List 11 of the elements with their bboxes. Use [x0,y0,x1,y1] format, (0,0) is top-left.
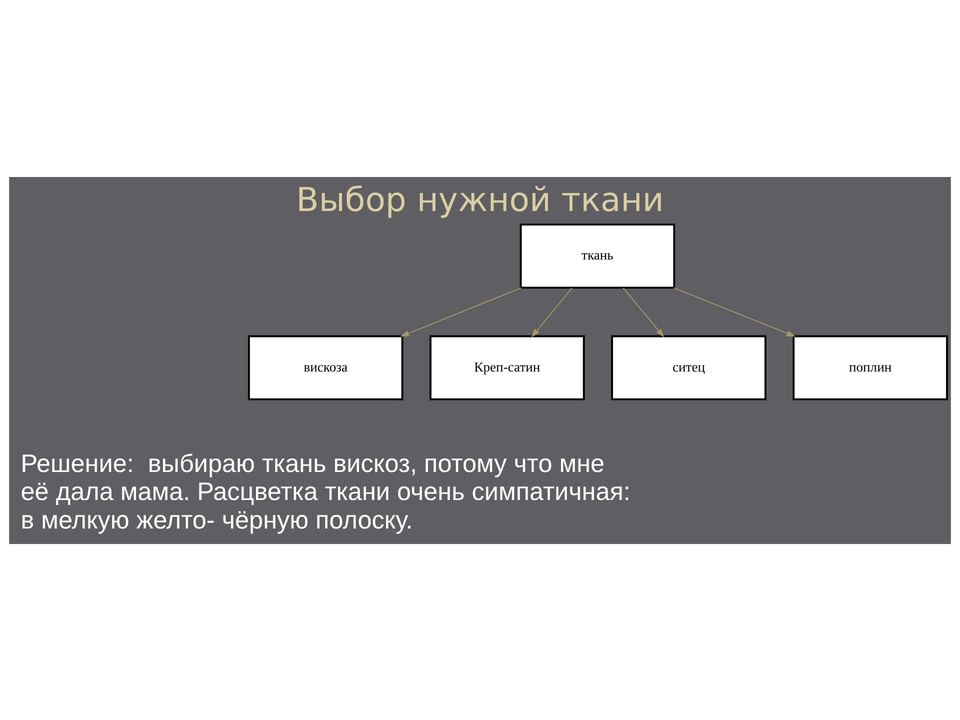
node-box: ситец [611,334,766,400]
label: Решение: выбираю ткань вискоз, потому что мне её дала мама. Расцветка ткани очень симпатичная: в мелкую желто- чёрную полоску. [20,449,630,534]
arrow [622,286,664,337]
diagram-title: Выбор нужной ткани [296,180,664,219]
node-box: поплин [792,334,948,400]
arrow [531,286,573,337]
node-box: вискоза [248,334,404,400]
arrow [400,286,522,336]
arrow [673,286,796,336]
node-box: Креп-сатин [430,334,585,400]
node-box: ткань [520,223,676,288]
